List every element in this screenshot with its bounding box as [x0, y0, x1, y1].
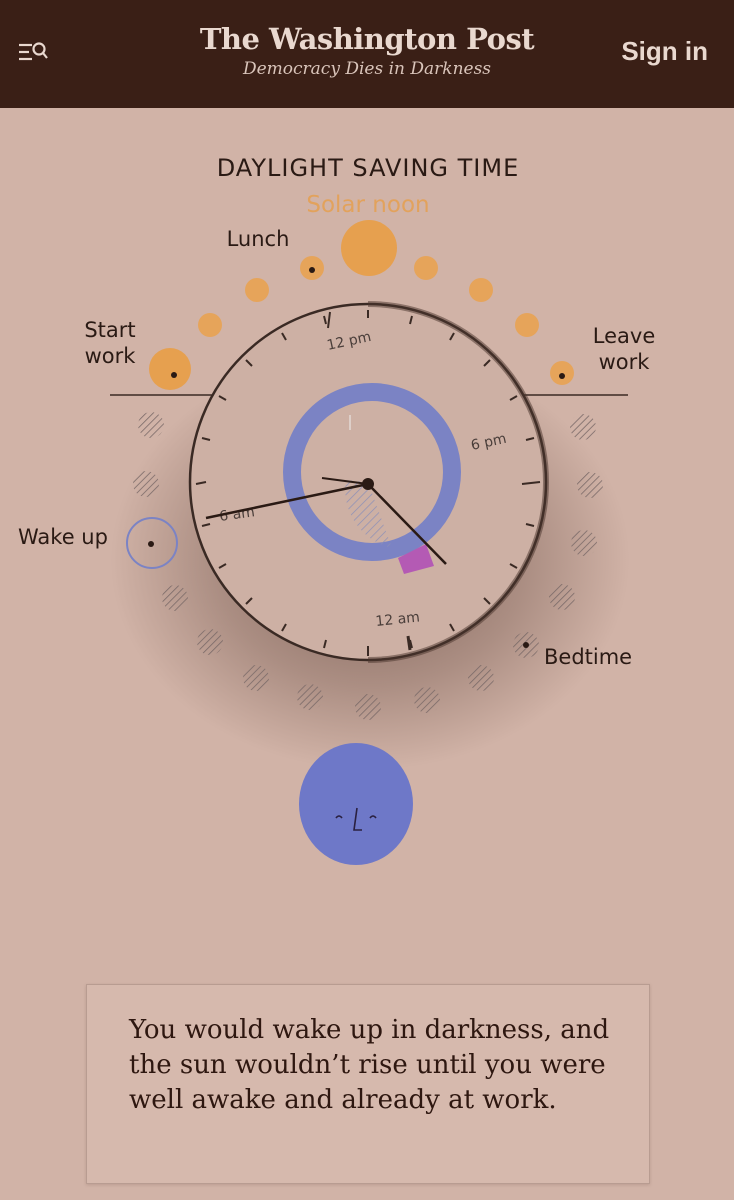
clock-hand-minute: [367, 483, 447, 565]
moon-eye-left: [335, 815, 343, 819]
highlight-marker: [398, 544, 434, 574]
bedtime-label: Bedtime: [544, 645, 632, 669]
sun-dot: [515, 313, 539, 337]
start-work-label-line2: work: [85, 344, 137, 368]
sun-start-work: [149, 348, 191, 390]
clock-center: [362, 478, 374, 490]
top-navigation-bar: The Washington Post Democracy Dies in Da…: [0, 0, 734, 108]
darkness-wedge: [345, 480, 392, 548]
night-ring: [283, 383, 461, 561]
solar-noon-label: Solar noon: [306, 192, 429, 218]
wake-up-ring: [126, 517, 178, 569]
sun-solar-noon: [341, 220, 397, 276]
night-path: [126, 412, 603, 720]
daylight-saving-illustration: DAYLIGHT SAVING TIME Solar noon: [0, 108, 734, 978]
night-dot: [133, 471, 159, 497]
start-work-label-line1: Start: [84, 318, 135, 342]
brand-tagline: Democracy Dies in Darkness: [242, 59, 492, 79]
sun-dot: [469, 278, 493, 302]
caption-text: You would wake up in darkness, and the s…: [129, 1015, 610, 1115]
night-dot: [243, 665, 269, 691]
clock-ticks: [195, 310, 541, 656]
moon-nose: [353, 807, 362, 831]
sun-dot: [414, 256, 438, 280]
clock-hand-hour: [205, 482, 369, 520]
sun-path: [149, 220, 574, 390]
moon: [299, 743, 413, 865]
sun-dot: [198, 313, 222, 337]
night-dot: [197, 629, 223, 655]
brand-logo: The Washington Post: [199, 22, 535, 56]
night-dot: [138, 412, 164, 438]
illustration-title: DAYLIGHT SAVING TIME: [217, 154, 520, 182]
moon-eye-right: [369, 815, 377, 819]
night-dot: [570, 414, 596, 440]
clock-hand-short: [321, 477, 369, 485]
sign-in-button[interactable]: Sign in: [621, 36, 708, 66]
night-dot: [549, 584, 575, 610]
leave-work-label-line1: Leave: [593, 324, 655, 348]
masthead[interactable]: The Washington Post Democracy Dies in Da…: [150, 20, 584, 80]
wake-up-label: Wake up: [18, 525, 108, 549]
clock-label-12am: 12 am: [375, 609, 421, 630]
moon-face: [299, 743, 413, 865]
sun-dot: [245, 278, 269, 302]
night-dot: [414, 687, 440, 713]
night-dot: [468, 665, 494, 691]
night-dot: [162, 585, 188, 611]
night-dot: [577, 472, 603, 498]
menu-search-icon[interactable]: [14, 36, 54, 72]
night-dot: [355, 694, 381, 720]
clock: 12 pm 6 pm 6 am 12 am: [188, 301, 550, 663]
caption-card: You would wake up in darkness, and the s…: [86, 984, 650, 1184]
night-dot: [571, 530, 597, 556]
clock-label-6pm: 6 pm: [470, 431, 508, 454]
lunch-label: Lunch: [227, 227, 290, 251]
night-dot: [297, 684, 323, 710]
leave-work-label-line2: work: [599, 350, 651, 374]
